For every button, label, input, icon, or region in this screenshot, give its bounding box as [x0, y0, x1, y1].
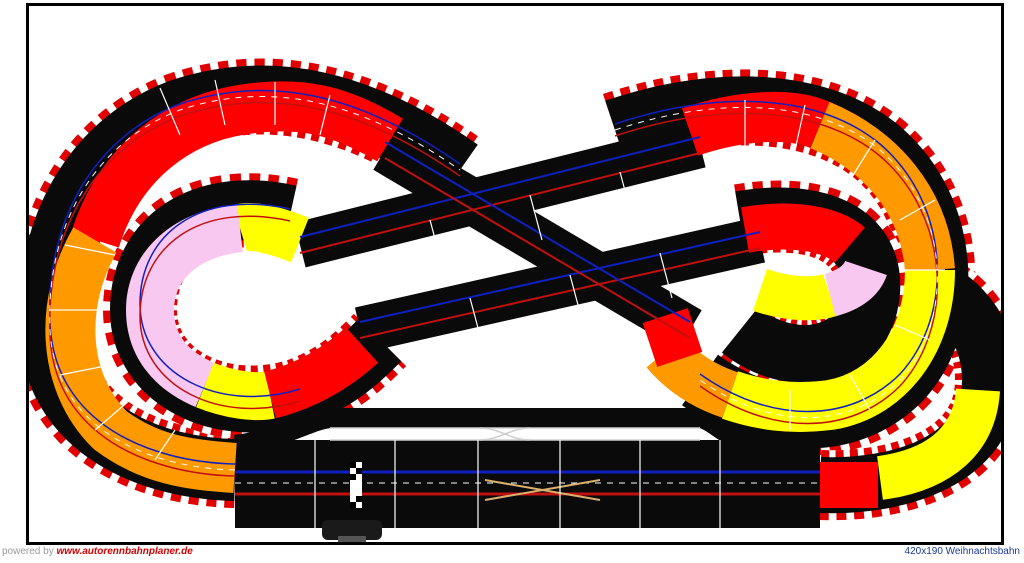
powered-by-prefix: powered by	[2, 546, 57, 557]
lane-lines	[48, 89, 939, 501]
start-finish	[322, 432, 470, 542]
powered-by-credit: powered by www.autorennbahnplaner.de	[2, 546, 193, 557]
planner-website-link[interactable]: www.autorennbahnplaner.de	[56, 546, 193, 557]
segment-joints	[50, 79, 945, 528]
layout-dimensions-label: 420x190 Weihnachtsbahn	[904, 546, 1020, 557]
